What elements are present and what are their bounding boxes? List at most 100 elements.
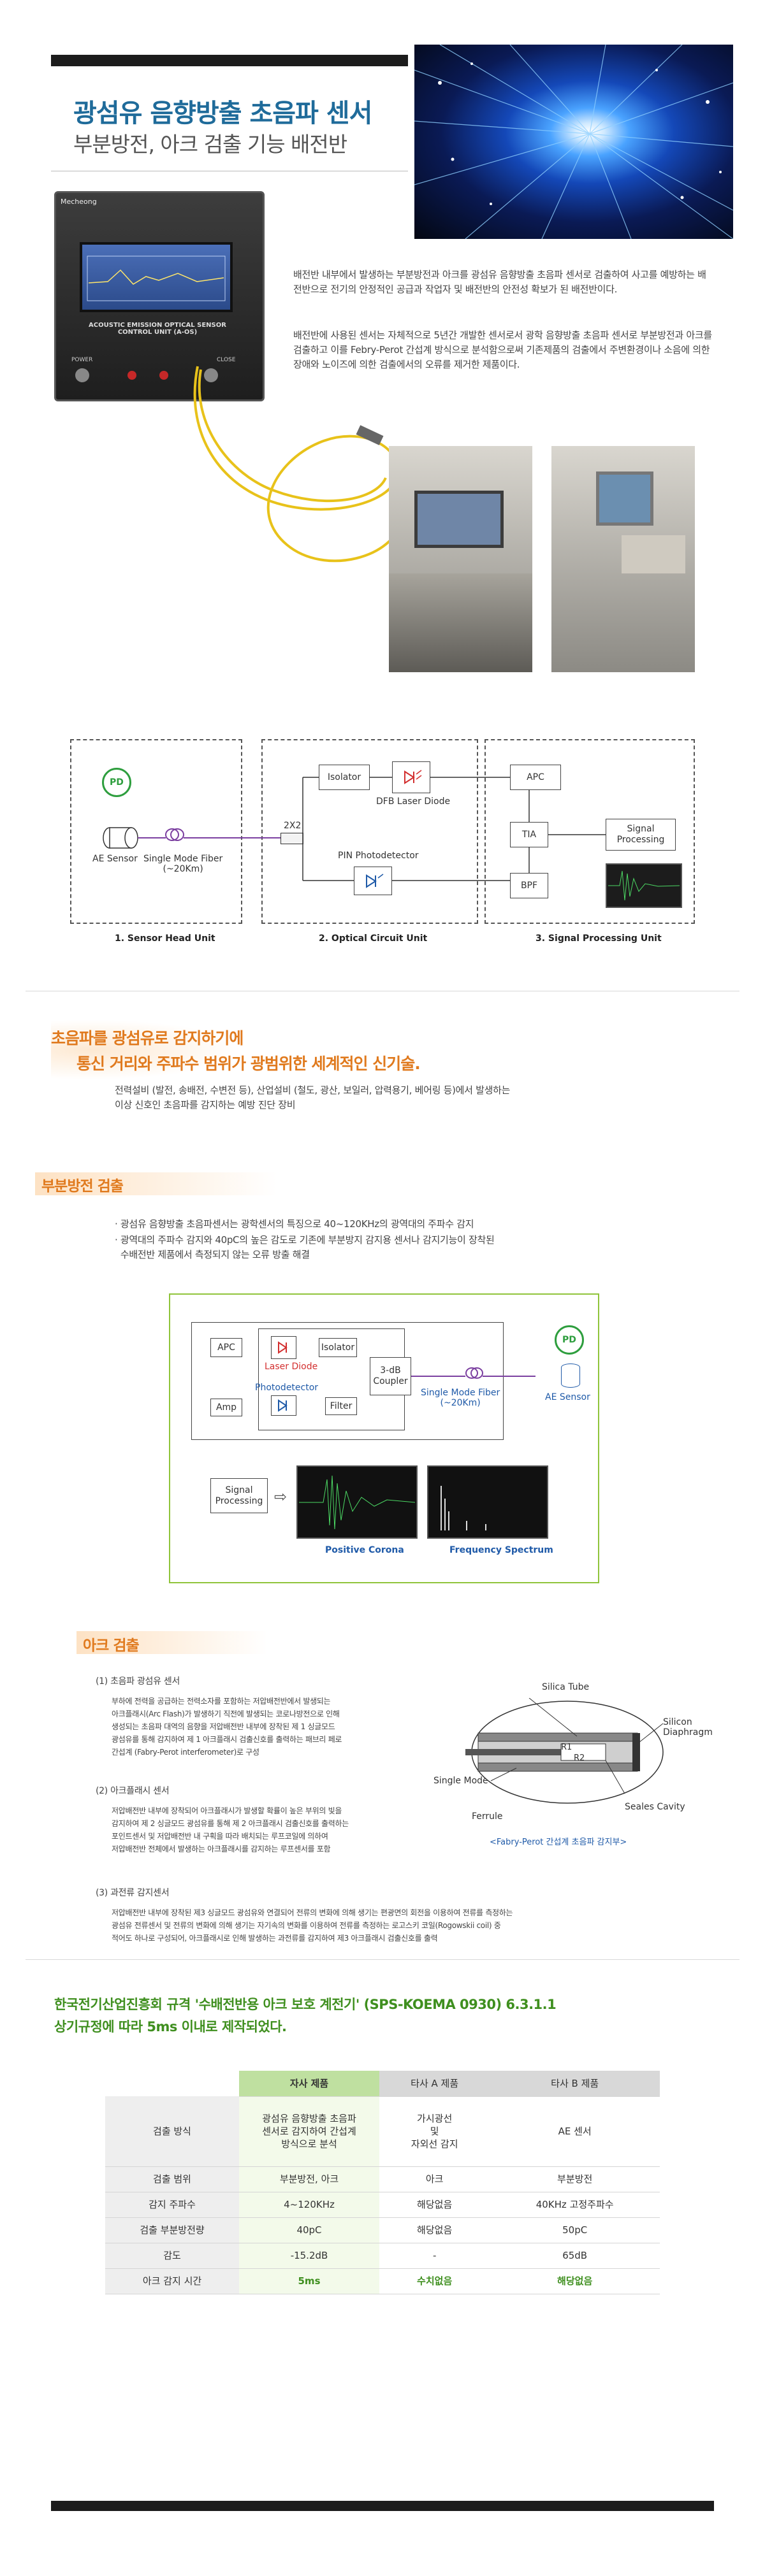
coupler-block-2: 3-dB Coupler bbox=[370, 1357, 411, 1395]
table-row: 감도 -15.2dB - 65dB bbox=[105, 2243, 660, 2269]
caption-optical-circuit: 2. Optical Circuit Unit bbox=[319, 933, 428, 944]
spectrum-plot bbox=[427, 1465, 548, 1539]
power-label: POWER bbox=[71, 357, 93, 363]
optical-unit-frame bbox=[191, 1322, 504, 1440]
highlight-headline: 초음파를 광섬유로 감지하기에 통신 거리와 주파수 범위가 광범위한 세계적인… bbox=[51, 1026, 421, 1077]
highlight-line-1: 초음파를 광섬유로 감지하기에 bbox=[51, 1029, 244, 1047]
arrow-icon: ⇨ bbox=[274, 1488, 288, 1506]
fiber-line bbox=[103, 827, 280, 849]
panel-photo-1 bbox=[389, 446, 532, 672]
amp-block: Amp bbox=[210, 1399, 242, 1416]
ae-sensor-icon bbox=[561, 1364, 580, 1388]
fiber-line-2 bbox=[411, 1367, 536, 1379]
table-cell: 해당없음 bbox=[379, 2217, 490, 2243]
device-screen bbox=[80, 242, 233, 312]
close-label: CLOSE bbox=[217, 357, 236, 363]
table-cell-highlight: 수치없음 bbox=[379, 2268, 490, 2294]
power-connector bbox=[75, 368, 89, 382]
bpf-block: BPF bbox=[510, 873, 548, 898]
r1-label: R1 bbox=[561, 1743, 572, 1752]
row-header: 감도 bbox=[105, 2243, 239, 2269]
table-cell: 65dB bbox=[490, 2243, 660, 2269]
table-cell: 50pC bbox=[490, 2217, 660, 2243]
arc-sub2-body: 저압배전반 내부에 장착되어 아크플래시가 발생할 확률이 높은 부위의 빛을 … bbox=[112, 1806, 349, 1853]
pd-diagram-frame bbox=[169, 1293, 599, 1583]
arc-title-bg bbox=[76, 1631, 268, 1654]
isolator-block: Isolator bbox=[319, 765, 370, 790]
photodetector-label: Photodetector bbox=[255, 1383, 319, 1393]
pd-bullet-1: · 광섬유 음향방출 초음파센서는 광학센서의 특징으로 40~120KHz의 … bbox=[115, 1218, 474, 1230]
optical-circuit-unit-box bbox=[261, 739, 478, 924]
table-cell: 광섬유 음향방출 초음파 센서로 감지하여 간섭계 방식으로 분석 bbox=[239, 2096, 379, 2167]
fiber-label-2: Single Mode Fiber (~20Km) bbox=[421, 1388, 500, 1408]
oscilloscope-screen bbox=[606, 863, 682, 908]
red-indicator bbox=[159, 371, 168, 380]
table-row: 아크 감지 시간 5ms 수치없음 해당없음 bbox=[105, 2268, 660, 2294]
photodetector-icon bbox=[354, 867, 392, 895]
table-row: 검출 범위 부분방전, 아크 아크 부분방전 bbox=[105, 2166, 660, 2192]
highlight-line-2: 통신 거리와 주파수 범위가 광범위한 세계적인 신기술. bbox=[76, 1054, 421, 1073]
table-header-b: 타사 B 제품 bbox=[490, 2071, 660, 2097]
device-brand: Mecheong bbox=[61, 198, 97, 206]
isolator-block-2: Isolator bbox=[319, 1338, 357, 1357]
row-header: 감지 주파수 bbox=[105, 2192, 239, 2218]
silicon-diaphragm-label: Silicon Diaphragm bbox=[663, 1717, 713, 1738]
pd-badge-2: PD bbox=[555, 1325, 584, 1355]
page-subtitle: 부분방전, 아크 검출 기능 배전반 bbox=[73, 132, 347, 157]
section-title-bg bbox=[35, 1172, 277, 1195]
pd-badge: PD bbox=[102, 768, 131, 797]
ferrule-label: Ferrule bbox=[472, 1811, 503, 1822]
device-panel-label: ACOUSTIC EMISSION OPTICAL SENSOR CONTROL… bbox=[89, 322, 226, 336]
fiber-label: Single Mode Fiber (~20Km) bbox=[143, 854, 223, 874]
section-divider-2 bbox=[26, 1959, 740, 1960]
comparison-table: 자사 제품 타사 A 제품 타사 B 제품 검출 방식 광섬유 음향방출 초음파… bbox=[105, 2071, 660, 2294]
fiber-cable bbox=[193, 366, 403, 563]
row-header: 아크 감지 시간 bbox=[105, 2268, 239, 2294]
fp-caption: <Fabry-Perot 간섭계 초음파 감지부> bbox=[490, 1838, 627, 1847]
table-header-ours: 자사 제품 bbox=[239, 2071, 379, 2097]
intro-paragraph-2: 배전반에 사용된 센서는 자체적으로 5년간 개발한 센서로서 광학 음향방출 … bbox=[293, 329, 712, 370]
apc-block-2: APC bbox=[210, 1338, 242, 1357]
table-row: 감지 주파수 4~120KHz 해당없음 40KHz 고정주파수 bbox=[105, 2192, 660, 2218]
table-cell: -15.2dB bbox=[239, 2243, 379, 2269]
silica-tube-label: Silica Tube bbox=[542, 1682, 590, 1692]
table-cell: 아크 bbox=[379, 2166, 490, 2192]
r2-label: R2 bbox=[574, 1753, 585, 1763]
signal-processing-block-2: Signal Processing bbox=[210, 1478, 268, 1513]
table-row: 검출 방식 광섬유 음향방출 초음파 센서로 감지하여 간섭계 방식으로 분석 … bbox=[105, 2096, 660, 2167]
sealed-cavity-label: Seales Cavity bbox=[625, 1802, 685, 1812]
table-cell: 40pC bbox=[239, 2217, 379, 2243]
signal-processing-unit-box bbox=[484, 739, 695, 924]
table-row: 검출 부분방전량 40pC 해당없음 50pC bbox=[105, 2217, 660, 2243]
filter-block: Filter bbox=[325, 1397, 357, 1415]
table-cell: 부분방전, 아크 bbox=[239, 2166, 379, 2192]
standard-line-2: 상기규정에 따라 5ms 이내로 제작되었다. bbox=[54, 2019, 287, 2034]
arc-sub2-title: (2) 아크플래시 센서 bbox=[96, 1786, 170, 1796]
arc-sub3-body: 저압배전반 내부에 장착된 제3 싱글모드 광섬유와 연결되어 전류의 변화에 … bbox=[112, 1908, 513, 1943]
laser-diode-icon bbox=[271, 1336, 296, 1359]
positive-corona-label: Positive Corona bbox=[325, 1545, 404, 1555]
table-cell: 4~120KHz bbox=[239, 2192, 379, 2218]
close-connector bbox=[204, 368, 218, 382]
arc-section-title: 아크 검출 bbox=[83, 1637, 140, 1654]
fabry-perot-sensor-drawing bbox=[465, 1698, 664, 1804]
table-cell: 해당없음 bbox=[379, 2192, 490, 2218]
table-cell: 40KHz 고정주파수 bbox=[490, 2192, 660, 2218]
frequency-spectrum-label: Frequency Spectrum bbox=[449, 1545, 553, 1555]
fiber-optic-image bbox=[414, 45, 733, 239]
pd-bullet-2: · 광역대의 주파수 감지와 40pC의 높은 감도로 기존에 부분방지 감지용… bbox=[115, 1234, 495, 1260]
pin-label: PIN Photodetector bbox=[338, 851, 419, 861]
arc-sub1-title: (1) 초음파 광섬유 센서 bbox=[96, 1676, 180, 1687]
corona-waveform bbox=[296, 1465, 418, 1539]
row-header: 검출 범위 bbox=[105, 2166, 239, 2192]
table-cell: - bbox=[379, 2243, 490, 2269]
standard-line-1: 한국전기산업진흥회 규격 '수배전반용 아크 보호 계전기' (SPS-KOEM… bbox=[54, 1997, 557, 2012]
laser-diode-label: Laser Diode bbox=[265, 1362, 318, 1372]
dfb-label: DFB Laser Diode bbox=[376, 796, 451, 807]
tia-block: TIA bbox=[510, 822, 548, 847]
table-header-a: 타사 A 제품 bbox=[379, 2071, 490, 2097]
photodetector-icon-2 bbox=[271, 1395, 296, 1416]
table-header-row: 자사 제품 타사 A 제품 타사 B 제품 bbox=[105, 2071, 660, 2097]
caption-signal-processing: 3. Signal Processing Unit bbox=[536, 933, 662, 944]
table-cell: AE 센서 bbox=[490, 2096, 660, 2167]
